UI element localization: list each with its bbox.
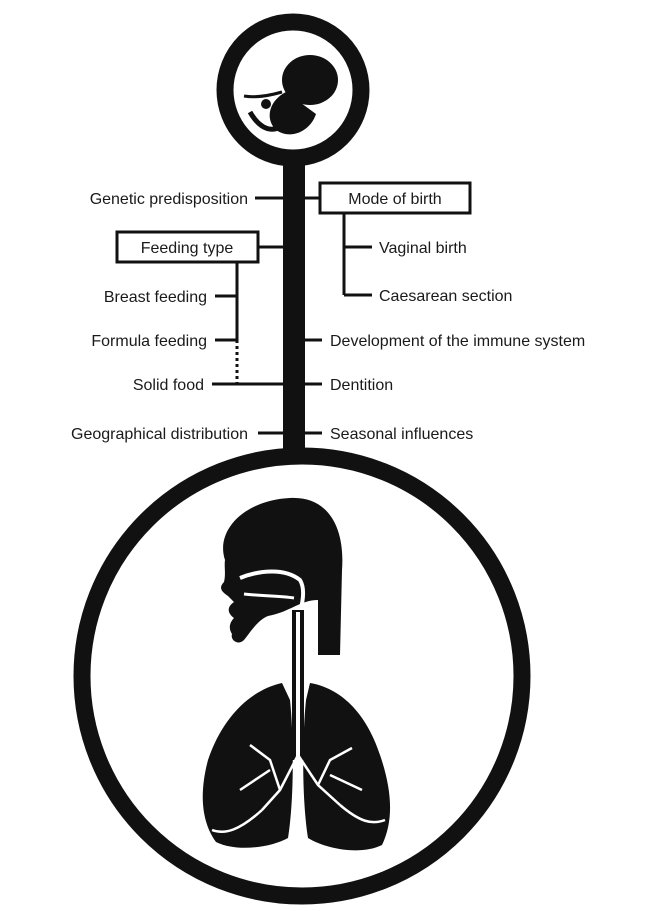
label-feeding-type: Feeding type bbox=[141, 240, 234, 257]
label-vaginal-birth: Vaginal birth bbox=[379, 240, 467, 257]
label-mode-of-birth: Mode of birth bbox=[348, 191, 441, 208]
label-formula-feeding: Formula feeding bbox=[91, 333, 207, 350]
central-stem bbox=[283, 155, 305, 460]
right-connectors bbox=[305, 198, 372, 433]
label-solid-food: Solid food bbox=[133, 377, 204, 394]
label-immune-system: Development of the immune system bbox=[330, 333, 585, 350]
label-geographical-distribution: Geographical distribution bbox=[71, 426, 248, 443]
respiratory-tract-icon bbox=[203, 498, 390, 850]
label-caesarean-section: Caesarean section bbox=[379, 288, 512, 305]
label-seasonal-influences: Seasonal influences bbox=[330, 426, 473, 443]
label-dentition: Dentition bbox=[330, 377, 393, 394]
fetus-icon bbox=[244, 55, 338, 134]
label-genetic-predisposition: Genetic predisposition bbox=[90, 191, 248, 208]
label-breast-feeding: Breast feeding bbox=[104, 289, 207, 306]
